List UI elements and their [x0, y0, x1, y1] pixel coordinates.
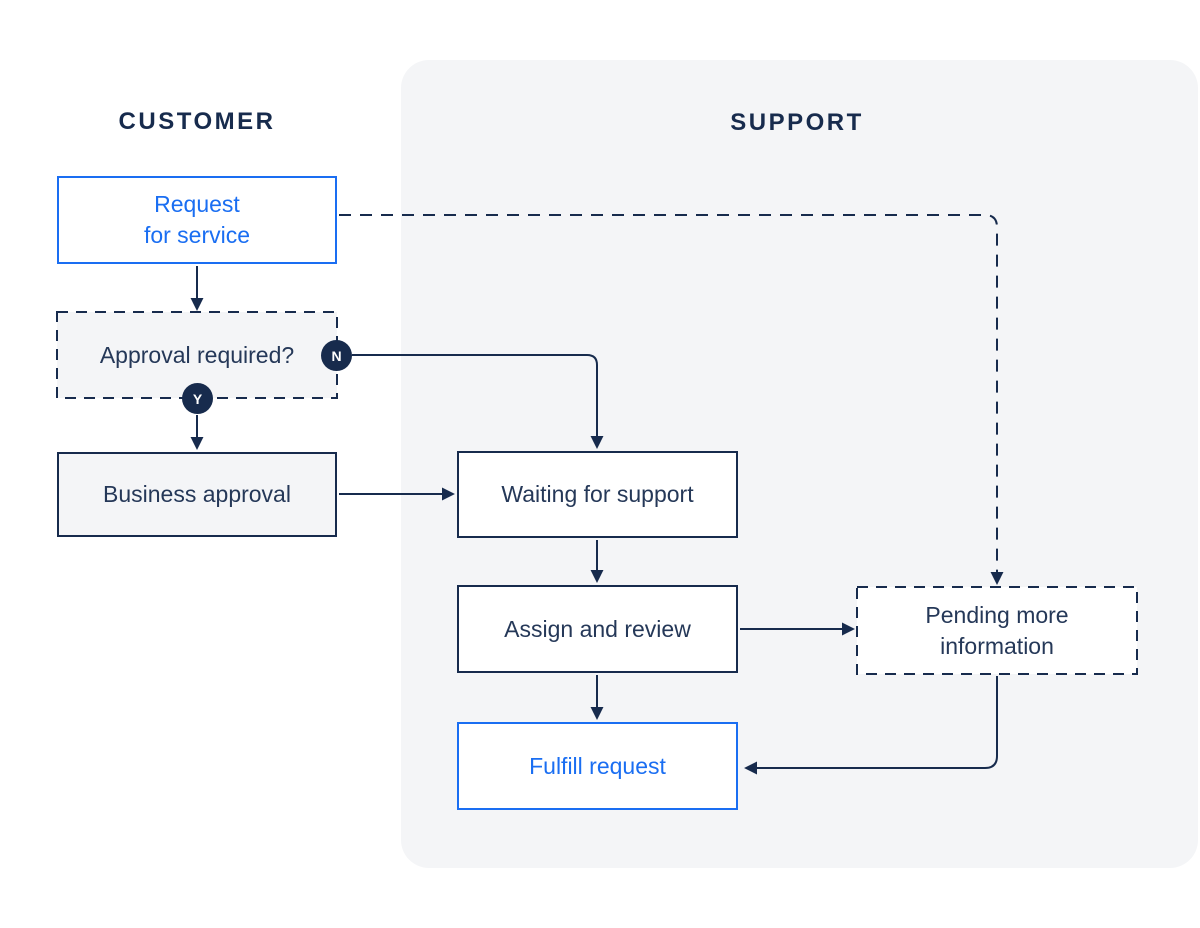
lane-title-support: SUPPORT — [730, 109, 864, 136]
pending-more-information-dashed-border — [856, 586, 1138, 675]
node-fulfill-label: Fulfill request — [529, 752, 666, 779]
node-assign-label: Assign and review — [504, 615, 691, 642]
node-assign-and-review: Assign and review — [457, 585, 738, 673]
node-fulfill-request: Fulfill request — [457, 722, 738, 810]
node-pending-label-line1: Pending more — [925, 601, 1069, 628]
node-request-label-line2: for service — [143, 222, 251, 248]
decision-badge-no: N — [321, 340, 352, 371]
node-waiting-label: Waiting for support — [501, 481, 694, 507]
decision-badge-yes: Y — [182, 383, 213, 414]
node-request-label-line1: Request — [154, 191, 240, 217]
node-pending-more-information: Pending more information — [857, 587, 1137, 674]
connector-request-to-pending-dashed — [339, 214, 1004, 585]
connector-approval-no-to-waiting — [352, 354, 604, 449]
connector-pending-to-fulfill — [744, 676, 998, 775]
node-approval-label: Approval required? — [99, 341, 295, 368]
node-pending-label-line2: information — [940, 632, 1054, 659]
lane-title-customer: CUSTOMER — [118, 108, 276, 135]
node-approval-required: Approval required? — [57, 312, 337, 398]
node-request-for-service: Request for service — [57, 176, 337, 264]
node-waiting-for-support: Waiting for support — [457, 451, 738, 538]
node-business-approval: Business approval — [57, 452, 337, 537]
node-business-label: Business approval — [103, 481, 291, 507]
